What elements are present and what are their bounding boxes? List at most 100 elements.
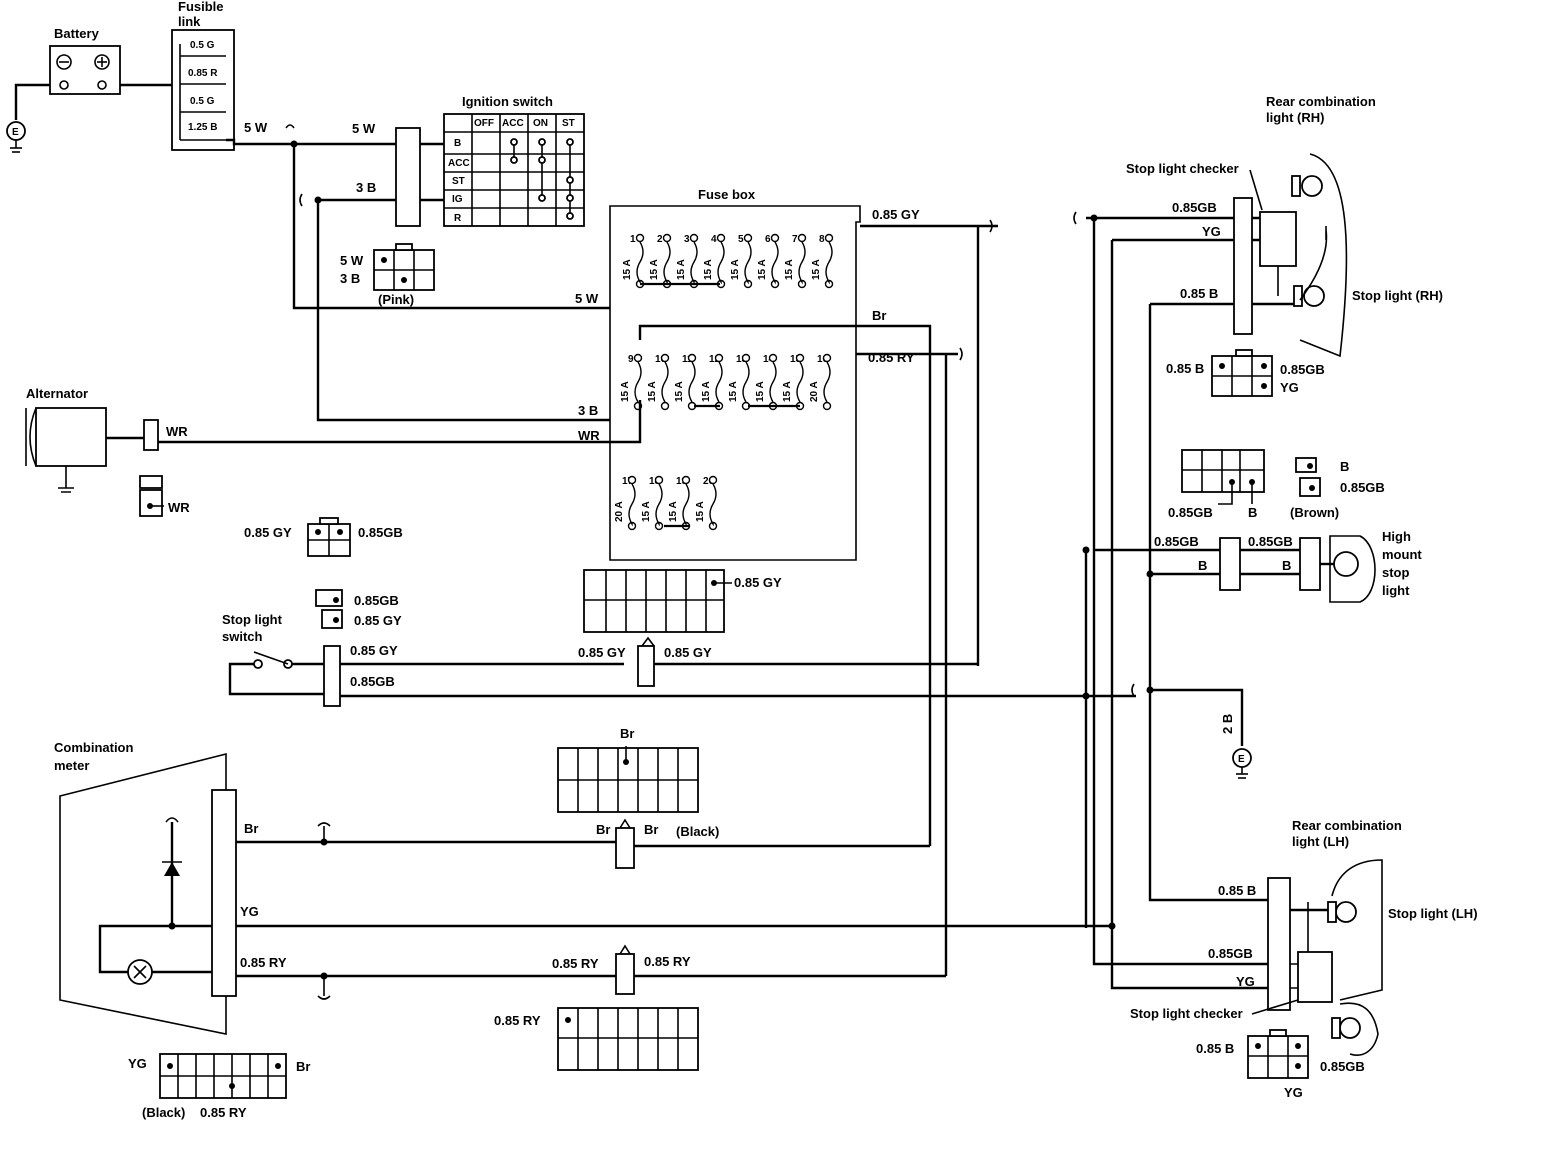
svg-text:ST: ST (452, 176, 465, 187)
fuse-rating: 15 A (784, 259, 795, 280)
fuse-rating: 15 A (676, 259, 687, 280)
fuse-terminal (660, 401, 670, 411)
svg-text:E: E (1238, 754, 1245, 765)
svg-text:B: B (454, 138, 461, 149)
svg-text:0.85GB: 0.85GB (1168, 505, 1213, 520)
svg-text:E: E (12, 127, 19, 138)
fuse-number: 4 (711, 234, 717, 245)
connector-stop-switch-a: 0.85 GY 0.85GB (244, 517, 403, 557)
svg-text:light (LH): light (LH) (1292, 834, 1349, 849)
fuse-terminal (795, 353, 805, 363)
svg-text:Ignition switch: Ignition switch (462, 94, 553, 109)
fuse-rating: 15 A (641, 501, 652, 522)
connector-meter-br: Br (557, 726, 699, 813)
svg-text:Rear combination: Rear combination (1292, 818, 1402, 833)
svg-text:(Pink): (Pink) (378, 292, 414, 307)
svg-text:Fuse box: Fuse box (698, 187, 756, 202)
connector-lh: 0.85 B 0.85GB YG (1196, 1029, 1365, 1100)
svg-text:0.85GB: 0.85GB (1340, 480, 1385, 495)
svg-text:YG: YG (1284, 1085, 1303, 1100)
rear-combination-light-rh: Rear combination light (RH) Stop light c… (1126, 94, 1443, 358)
svg-text:Stop light: Stop light (222, 612, 283, 627)
svg-text:0.85GB: 0.85GB (350, 674, 395, 689)
battery-label: Battery (54, 26, 100, 41)
fuse-terminal (662, 233, 672, 243)
svg-text:B: B (1248, 505, 1257, 520)
svg-text:0.85 B: 0.85 B (1166, 361, 1204, 376)
svg-text:0.85GB: 0.85GB (1248, 534, 1293, 549)
svg-text:0.85 GY: 0.85 GY (872, 207, 920, 222)
fuse-element (742, 361, 750, 403)
fuse-number: 20 (703, 476, 715, 487)
connector-meter-black: YG Br (Black) 0.85 RY (128, 1053, 310, 1120)
fuse-element (682, 483, 690, 527)
svg-text:IG: IG (452, 194, 463, 205)
svg-text:5 W: 5 W (352, 121, 376, 136)
fuse-element (825, 241, 833, 285)
battery: Battery (49, 26, 121, 95)
fuse-number: 7 (792, 234, 798, 245)
svg-text:5 W: 5 W (340, 253, 364, 268)
fuse-element (688, 361, 696, 403)
combination-meter: Combination meter (54, 740, 237, 1035)
svg-text:0.85 RY: 0.85 RY (240, 955, 287, 970)
svg-text:3 B: 3 B (578, 403, 598, 418)
fuse-number: 17 (622, 476, 634, 487)
fuse-terminal (741, 353, 751, 363)
fuse-element (717, 241, 725, 285)
fuse-terminal (708, 475, 718, 485)
fuse-terminal (770, 233, 780, 243)
fuse-number: 16 (817, 354, 829, 365)
fuse-rating: 15 A (757, 259, 768, 280)
svg-text:0.5 G: 0.5 G (190, 96, 215, 107)
svg-text:light: light (1382, 583, 1410, 598)
fuse-element (798, 241, 806, 285)
svg-text:WR: WR (166, 424, 188, 439)
svg-text:Br: Br (596, 822, 610, 837)
svg-text:5 W: 5 W (575, 291, 599, 306)
fusible-link: Fusible link 0.5 G 0.85 R 0.5 G 1.25 B (171, 0, 235, 151)
svg-text:ST: ST (562, 118, 575, 129)
fuse-number: 15 (790, 354, 802, 365)
fuse-terminal (822, 353, 832, 363)
fuse-terminal (633, 353, 643, 363)
svg-text:0.85 B: 0.85 B (1218, 883, 1256, 898)
fuse-rating: 15 A (620, 381, 631, 402)
svg-text:Br: Br (872, 308, 886, 323)
svg-text:5 W: 5 W (244, 120, 268, 135)
fuse-number: 18 (649, 476, 661, 487)
fuse-terminal (635, 233, 645, 243)
fuse-element (769, 361, 777, 403)
svg-text:B: B (1340, 459, 1349, 474)
svg-text:R: R (454, 213, 462, 224)
fuse-number: 19 (676, 476, 688, 487)
svg-text:Stop light checker: Stop light checker (1126, 161, 1239, 176)
fuse-element (663, 241, 671, 285)
svg-text:0.85GB: 0.85GB (1172, 200, 1217, 215)
svg-text:ACC: ACC (502, 118, 524, 129)
connector-fusebox-gy: 0.85 GY (583, 569, 782, 633)
connector-stop-switch-b: 0.85GB 0.85 GY (315, 589, 402, 629)
fuse-number: 9 (628, 354, 634, 365)
svg-text:ON: ON (533, 118, 548, 129)
fuse-element (636, 241, 644, 285)
connector-alternator: WR (139, 475, 190, 517)
fuse-terminal (743, 233, 753, 243)
svg-text:0.85GB: 0.85GB (1280, 362, 1325, 377)
svg-text:(Black): (Black) (142, 1105, 185, 1120)
svg-text:0.85 GY: 0.85 GY (734, 575, 782, 590)
fuse-rating: 20 A (614, 501, 625, 522)
fuse-element (823, 361, 831, 403)
svg-text:0.85 GY: 0.85 GY (664, 645, 712, 660)
fuse-terminal (689, 233, 699, 243)
svg-text:meter: meter (54, 758, 89, 773)
svg-text:0.85 RY: 0.85 RY (200, 1105, 247, 1120)
ground-symbol-2b: E (1232, 748, 1252, 779)
fuse-number: 3 (684, 234, 690, 245)
svg-text:0.85 B: 0.85 B (1180, 286, 1218, 301)
svg-text:(Brown): (Brown) (1290, 505, 1339, 520)
fuse-terminal (681, 475, 691, 485)
fuse-number: 11 (682, 354, 693, 365)
svg-text:Stop light (LH): Stop light (LH) (1388, 906, 1478, 921)
